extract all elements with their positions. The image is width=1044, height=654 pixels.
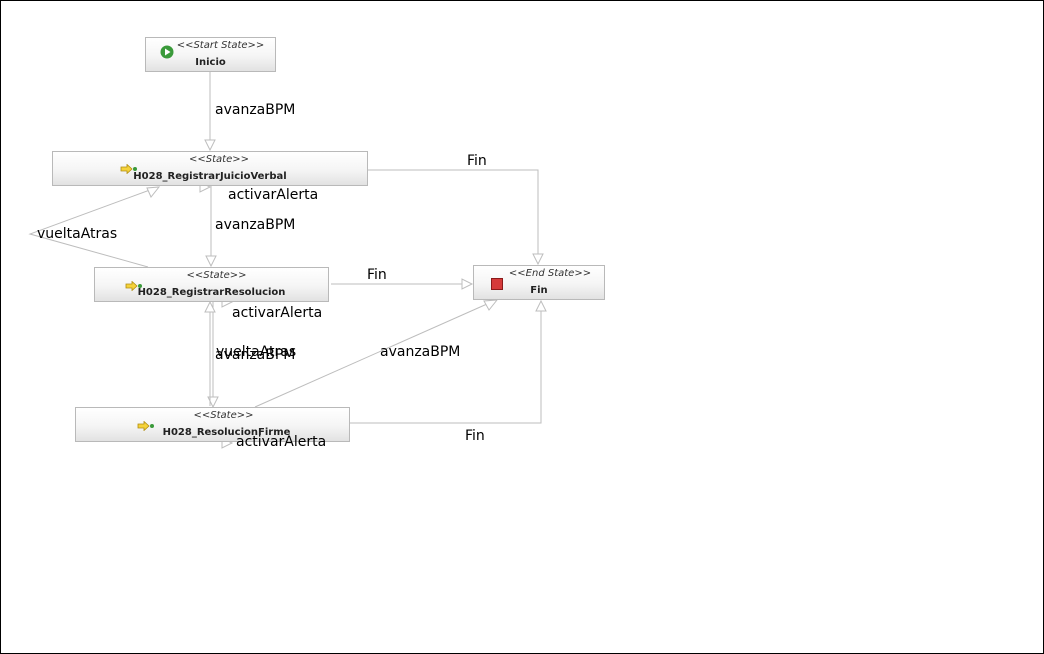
state-resolucion-firme[interactable]: <<State>> H028_ResolucionFirme (75, 407, 350, 442)
end-state-fin[interactable]: <<End State>> Fin (473, 265, 605, 300)
edge-resolucion-juicio[interactable] (28, 186, 159, 268)
arrowhead (535, 299, 547, 312)
edge-label: activarAlerta (236, 434, 327, 450)
edge-label: Fin (367, 267, 387, 283)
edge-label: avanzaBPM (215, 347, 296, 363)
edge-firme-fin-avanza[interactable] (254, 299, 497, 408)
state-registrar-resolucion[interactable]: <<State>> H028_RegistrarResolucion (94, 267, 329, 302)
arrowhead (204, 139, 216, 152)
node-stereotype: <<Start State>> (176, 40, 265, 51)
node-name: H028_ResolucionFirme (162, 427, 291, 438)
edge-label: avanzaBPM (215, 102, 296, 118)
edge-juicio-fin[interactable] (368, 169, 539, 263)
edge-label: vueltaAtras (37, 226, 118, 242)
edge-label: avanzaBPM (215, 217, 296, 233)
edge-label: Fin (467, 153, 487, 169)
state-arrow-icon (137, 416, 155, 435)
node-stereotype: <<State>> (193, 410, 254, 421)
edge-label: activarAlerta (232, 305, 323, 321)
arrowhead (532, 253, 544, 266)
node-name: Inicio (195, 57, 226, 68)
edge-firme-fin[interactable] (350, 302, 542, 424)
start-play-icon (160, 44, 174, 63)
state-arrow-icon (120, 159, 138, 178)
edge-label: avanzaBPM (380, 344, 461, 360)
end-stop-icon (491, 275, 503, 294)
state-registrar-juicio-verbal[interactable]: <<State>> H028_RegistrarJuicioVerbal (52, 151, 368, 186)
node-stereotype: <<End State>> (508, 268, 592, 279)
node-name: H028_RegistrarJuicioVerbal (133, 171, 287, 182)
node-stereotype: <<State>> (189, 154, 249, 165)
edge-label: activarAlerta (228, 187, 319, 203)
node-name: Fin (530, 285, 548, 296)
node-stereotype: <<State>> (186, 270, 247, 281)
start-state-inicio[interactable]: <<Start State>> Inicio (145, 37, 276, 72)
arrowhead (204, 300, 216, 313)
arrowhead (483, 299, 499, 311)
arrowhead (461, 278, 474, 290)
node-name: H028_RegistrarResolucion (137, 287, 286, 298)
state-arrow-icon (125, 276, 143, 295)
edge-label: Fin (465, 428, 485, 444)
edge-label: vueltaAtras (216, 344, 297, 360)
arrowhead (205, 255, 217, 268)
arrowhead (146, 186, 161, 198)
